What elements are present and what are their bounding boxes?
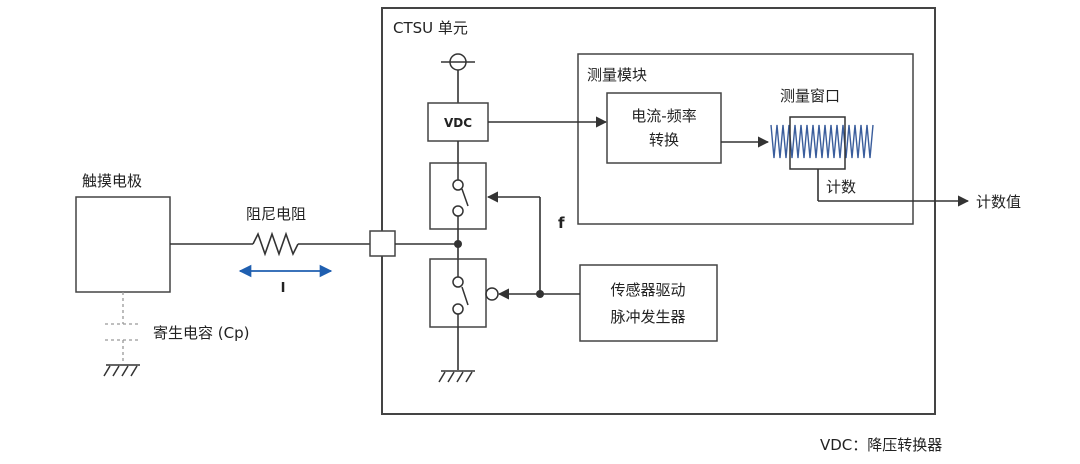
count-value-label: 计数值 [976,193,1021,211]
ctsu-unit-label: CTSU 单元 [393,19,468,37]
current-symbol: I [281,281,286,296]
touch-electrode-box [75,196,171,293]
touch-electrode-label: 触摸电极 [82,172,142,190]
ctsu-pin [369,230,396,257]
supply-symbol [441,53,475,71]
damping-resistor-symbol [252,231,299,257]
measure-module-label: 测量模块 [587,66,647,84]
cf-converter-box [606,92,722,164]
sensor-driver-label-line1: 传感器驱动 [610,281,685,299]
lower-switch-symbol [452,259,499,327]
vdc-footnote: VDC：降压转换器 [820,436,942,454]
frequency-waveform [770,124,874,159]
cf-converter-label-line2: 转换 [649,131,679,149]
damping-resistor-label: 阻尼电阻 [246,205,306,223]
measure-window-label: 测量窗口 [780,87,840,105]
count-label: 计数 [826,178,856,196]
parasitic-capacitor [105,292,141,364]
upper-switch-symbol [452,163,469,229]
vdc-label: VDC [444,116,472,130]
frequency-symbol: f [558,214,565,232]
sensor-driver-box [579,264,718,342]
parasitic-capacitance-label: 寄生电容 (Cp) [153,324,249,342]
ground-symbol-left [103,364,140,377]
cf-converter-label-line1: 电流-频率 [631,107,696,125]
ground-symbol-ctsu [438,370,475,383]
ctsu-unit-box [381,7,936,415]
sensor-driver-label-line2: 脉冲发生器 [610,308,685,326]
